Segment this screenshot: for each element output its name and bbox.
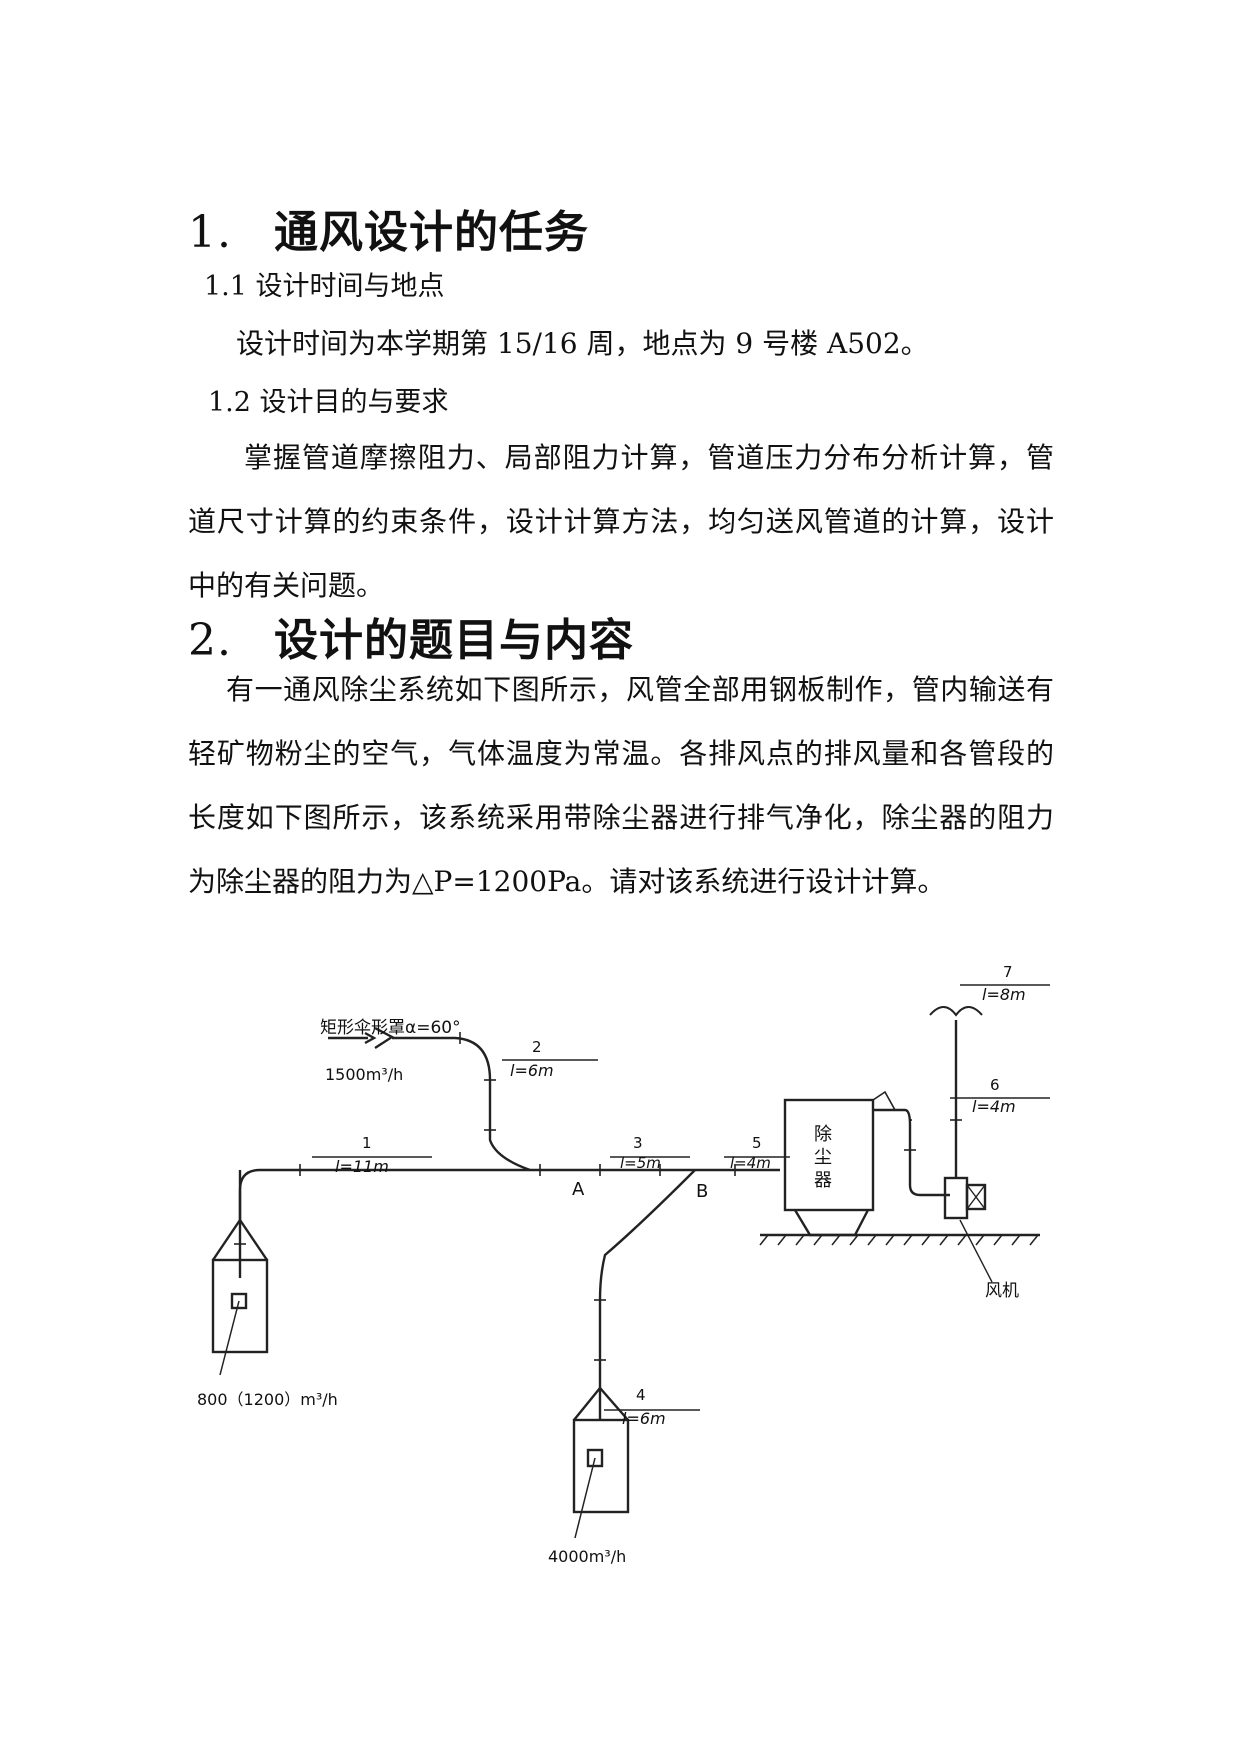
ground-hatching	[759, 1234, 1039, 1246]
segment-6-length: l=4m	[972, 1097, 1016, 1116]
segment-2-id: 2	[532, 1038, 542, 1056]
section-2-title: 设计的题目与内容	[274, 615, 634, 666]
bottom-exhaust-box	[572, 1418, 630, 1514]
segment-5-id: 5	[752, 1134, 762, 1152]
fan-label: 风机	[985, 1281, 1019, 1301]
left-flow-label: 800（1200）m³/h	[197, 1390, 338, 1409]
segment-3-length: l=5m	[620, 1154, 661, 1172]
dust-collector-label-3: 器	[814, 1170, 832, 1191]
section-2-number: 2.	[188, 615, 232, 666]
subsection-1-2-title: 1.2 设计目的与要求	[208, 387, 449, 418]
dust-collector-label-2: 尘	[814, 1147, 832, 1168]
subsection-1-1-text: 设计时间为本学期第 15/16 周，地点为 9 号楼 A502。	[236, 327, 929, 360]
dust-collector-label-1: 除	[814, 1124, 832, 1145]
segment-2-duct	[392, 1036, 531, 1172]
node-b-label: B	[696, 1181, 708, 1202]
node-a-label: A	[572, 1179, 585, 1200]
segment-1-length: l=11m	[335, 1157, 389, 1176]
segment-6-id: 6	[990, 1076, 1000, 1094]
segment-1-id: 1	[362, 1134, 372, 1152]
segment-4-id: 4	[636, 1386, 646, 1404]
segment-7-id: 7	[1003, 963, 1013, 981]
hood-flow-label: 1500m³/h	[325, 1065, 403, 1084]
section-2-heading: 2. 设计的题目与内容	[188, 604, 634, 668]
subsection-1-2-text: 掌握管道摩擦阻力、局部阻力计算，管道压力分布分析计算，管道尺寸计算的约束条件，设…	[188, 441, 1054, 602]
dust-collector	[783, 1098, 875, 1212]
subsection-1-1-title: 1.1 设计时间与地点	[204, 271, 445, 302]
segment-4-length: l=6m	[622, 1409, 666, 1428]
hood-label: 矩形伞形罩α=60°	[320, 1018, 461, 1038]
section-1-title: 通风设计的任务	[274, 207, 589, 258]
segment-4-duct	[598, 1169, 696, 1420]
bottom-flow-label: 4000m³/h	[548, 1547, 626, 1566]
section-1-number: 1.	[188, 207, 232, 258]
segment-7-length: l=8m	[982, 985, 1026, 1004]
fan	[943, 1176, 969, 1220]
segment-2-length: l=6m	[510, 1061, 554, 1080]
section-1-heading: 1. 通风设计的任务	[188, 196, 589, 260]
segment-3-id: 3	[633, 1134, 643, 1152]
segment-5-length: l=4m	[730, 1154, 771, 1172]
section-2-text: 有一通风除尘系统如下图所示，风管全部用钢板制作，管内输送有轻矿物粉尘的空气，气体…	[188, 673, 1054, 898]
segment-6-duct	[873, 1108, 950, 1197]
